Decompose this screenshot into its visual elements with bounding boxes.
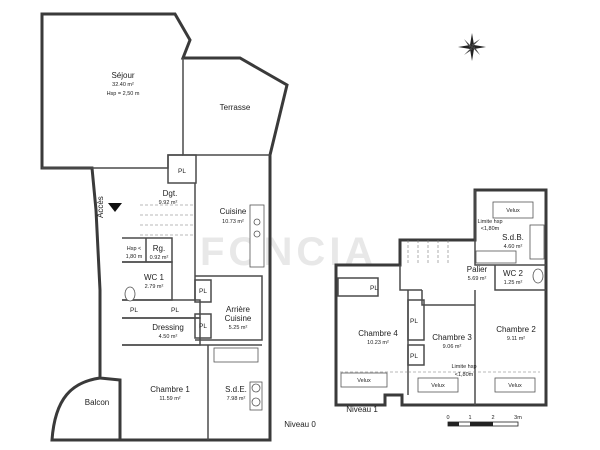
room-arriere-area: 5.25 m²: [229, 325, 248, 331]
hsp-note-line2: 1,80 m: [126, 254, 143, 260]
level-1-labels: Velux Limite hsp <1,80m S.d.B. 4.60 m² P…: [346, 208, 536, 414]
room-rg-area: 0.92 m²: [150, 255, 169, 261]
room-cuisine-name: Cuisine: [220, 207, 247, 216]
room-arriere-name2: Cuisine: [225, 314, 252, 323]
access-label: Accès: [96, 196, 105, 218]
pl-label: PL: [130, 307, 138, 314]
room-chambre3-name: Chambre 3: [432, 333, 472, 342]
pl-label: PL: [178, 168, 186, 175]
watermark: FONCIA: [200, 230, 377, 274]
room-chambre2-area: 9.11 m²: [507, 336, 525, 342]
room-cuisine-area: 10.73 m²: [222, 219, 244, 225]
velux-label: Velux: [508, 383, 522, 389]
pl-label: PL: [171, 307, 179, 314]
room-palier-area: 5.69 m²: [468, 276, 487, 282]
level-0-label: Niveau 0: [284, 420, 316, 429]
access-arrow-icon: [108, 203, 122, 212]
level-1-plan: [334, 188, 548, 407]
limite-hsp-line2: <1,80m: [481, 226, 500, 232]
room-wc2-name: WC 2: [503, 269, 524, 278]
scale-tick: 3m: [514, 415, 522, 421]
room-balcon-name: Balcon: [85, 398, 109, 407]
velux-label: Velux: [431, 383, 445, 389]
room-sdb-area: 4.60 m²: [504, 244, 523, 250]
room-dgt-area: 9.92 m²: [159, 200, 178, 206]
pl-label: PL: [410, 318, 418, 325]
pl-label: PL: [199, 323, 207, 330]
velux-label: Velux: [506, 208, 520, 214]
pl-label: PL: [410, 353, 418, 360]
room-sejour-area: 32.40 m²: [112, 82, 134, 88]
compass-icon: [458, 33, 486, 61]
level-0-labels: Séjour 32.40 m² Hsp = 2,50 m Terrasse PL…: [85, 71, 317, 429]
room-chambre1-name: Chambre 1: [150, 385, 190, 394]
room-chambre2-name: Chambre 2: [496, 325, 536, 334]
pl-label: PL: [370, 285, 378, 292]
limite-hsp-line1: Limite hsp: [451, 364, 476, 370]
pl-label: PL: [199, 288, 207, 295]
room-chambre1-area: 11.59 m²: [159, 396, 180, 402]
room-chambre4-name: Chambre 4: [358, 329, 398, 338]
limite-hsp-line2: <1,80m: [455, 372, 474, 378]
room-dressing-area: 4.50 m²: [159, 334, 178, 340]
room-sde-name: S.d.E.: [225, 385, 247, 394]
room-wc1-area: 2.79 m²: [145, 284, 164, 290]
limite-hsp-line1: Limite hsp: [477, 219, 502, 225]
room-wc2-area: 1.25 m²: [504, 280, 523, 286]
scale-bar: 0 1 2 3m: [446, 415, 522, 427]
room-sejour-height: Hsp = 2,50 m: [107, 91, 140, 97]
room-sdb-name: S.d.B.: [502, 233, 524, 242]
level-0-plan: [40, 12, 289, 442]
scale-tick: 1: [468, 415, 471, 421]
room-palier-name: Palier: [467, 265, 488, 274]
hsp-note-line1: Hsp <: [127, 246, 142, 252]
room-rg-name: Rg.: [153, 244, 165, 253]
level-1-label: Niveau 1: [346, 405, 378, 414]
room-dressing-name: Dressing: [152, 323, 184, 332]
room-dgt-name: Dgt.: [163, 189, 178, 198]
room-chambre4-area: 10.23 m²: [367, 340, 389, 346]
scale-tick: 2: [491, 415, 494, 421]
room-arriere-name: Arrière: [226, 305, 251, 314]
room-sde-area: 7.98 m²: [227, 396, 246, 402]
room-terrasse-name: Terrasse: [220, 103, 251, 112]
room-chambre3-area: 9.06 m²: [443, 344, 462, 350]
scale-tick: 0: [446, 415, 449, 421]
room-wc1-name: WC 1: [144, 273, 165, 282]
velux-label: Velux: [357, 378, 371, 384]
room-sejour-name: Séjour: [111, 71, 134, 80]
